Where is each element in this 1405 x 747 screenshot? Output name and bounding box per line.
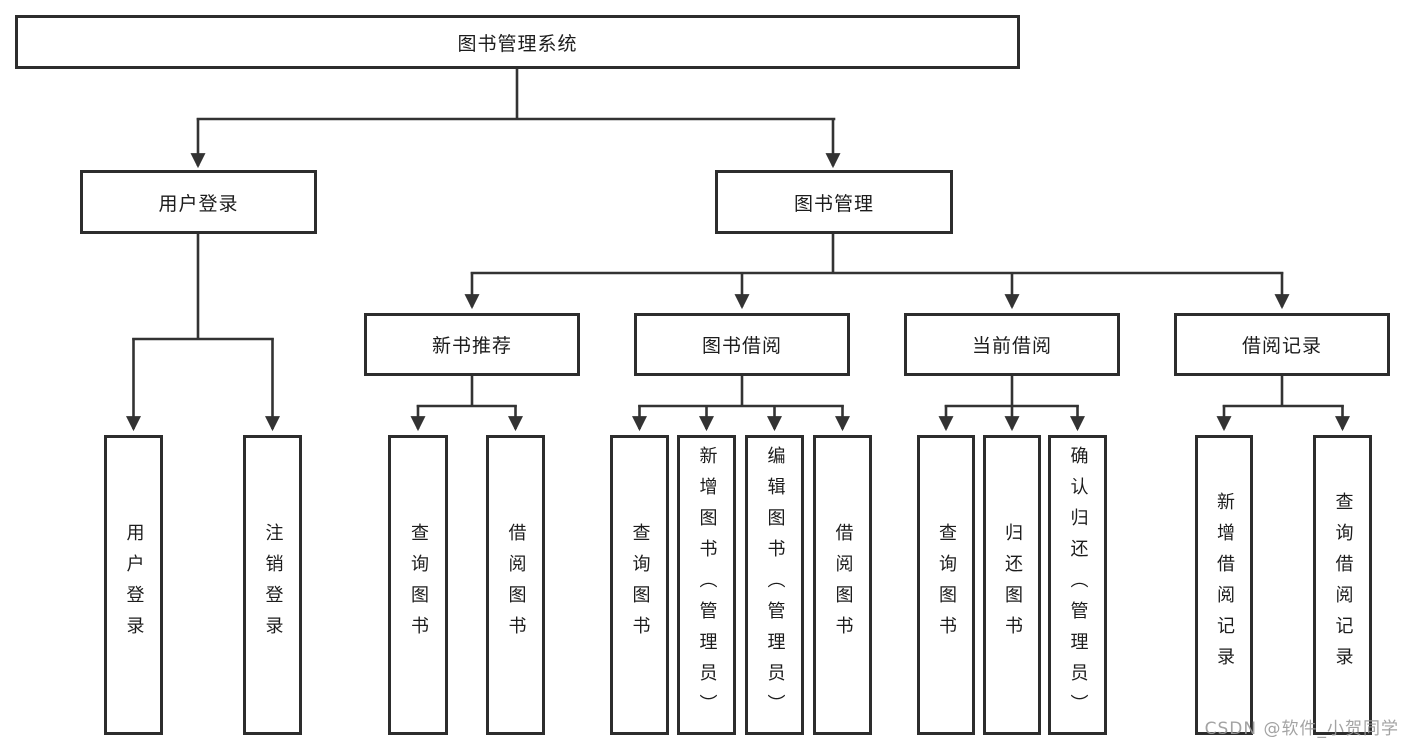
node-label: 编辑图书（管理员） [764, 445, 786, 725]
node-label: 新书推荐 [431, 335, 512, 357]
node-root-system: 图书管理系统 [15, 15, 1020, 69]
node-book-management: 图书管理 [715, 170, 953, 234]
node-label: 借阅记录 [1241, 335, 1322, 357]
node-new-book-recommend: 新书推荐 [364, 313, 580, 376]
csdn-watermark: CSDN @软件_小贺同学 [1204, 719, 1399, 739]
node-current-borrowing: 当前借阅 [904, 313, 1120, 376]
node-user-login: 用户登录 [80, 170, 317, 234]
leaf-borrow-borrow-books: 借阅图书 [813, 435, 872, 735]
leaf-newbook-borrow-books: 借阅图书 [486, 435, 545, 735]
node-label: 查询借阅记录 [1332, 492, 1354, 678]
node-label: 查询图书 [629, 523, 651, 647]
leaf-borrow-add-books-admin: 新增图书（管理员） [677, 435, 736, 735]
leaf-record-add-borrow-record: 新增借阅记录 [1195, 435, 1253, 735]
leaf-current-query-books: 查询图书 [917, 435, 975, 735]
node-borrowing-records: 借阅记录 [1174, 313, 1390, 376]
node-book-borrowing: 图书借阅 [634, 313, 850, 376]
leaf-newbook-query-books: 查询图书 [388, 435, 448, 735]
leaf-record-query-borrow-record: 查询借阅记录 [1313, 435, 1372, 735]
leaf-current-confirm-return-admin: 确认归还（管理员） [1048, 435, 1107, 735]
node-label: 借阅图书 [505, 523, 527, 647]
node-label: 图书管理 [793, 192, 874, 215]
leaf-current-return-books: 归还图书 [983, 435, 1041, 735]
node-label: 用户登录 [123, 523, 145, 647]
leaf-borrow-edit-books-admin: 编辑图书（管理员） [745, 435, 804, 735]
node-label: 查询图书 [936, 523, 957, 647]
leaf-logout: 注销登录 [243, 435, 302, 735]
node-label: 图书借阅 [701, 335, 782, 357]
node-label: 新增图书（管理员） [696, 445, 718, 725]
node-label: 确认归还（管理员） [1067, 445, 1089, 725]
node-label: 新增借阅记录 [1214, 492, 1235, 678]
node-label: 当前借阅 [971, 335, 1052, 357]
node-label: 归还图书 [1002, 523, 1023, 647]
leaf-user-login: 用户登录 [104, 435, 163, 735]
node-label: 借阅图书 [832, 523, 854, 647]
node-label: 查询图书 [408, 523, 429, 647]
node-label: 注销登录 [262, 523, 284, 647]
node-label: 图书管理系统 [457, 32, 578, 55]
leaf-borrow-query-books: 查询图书 [610, 435, 669, 735]
node-label: 用户登录 [158, 192, 239, 215]
